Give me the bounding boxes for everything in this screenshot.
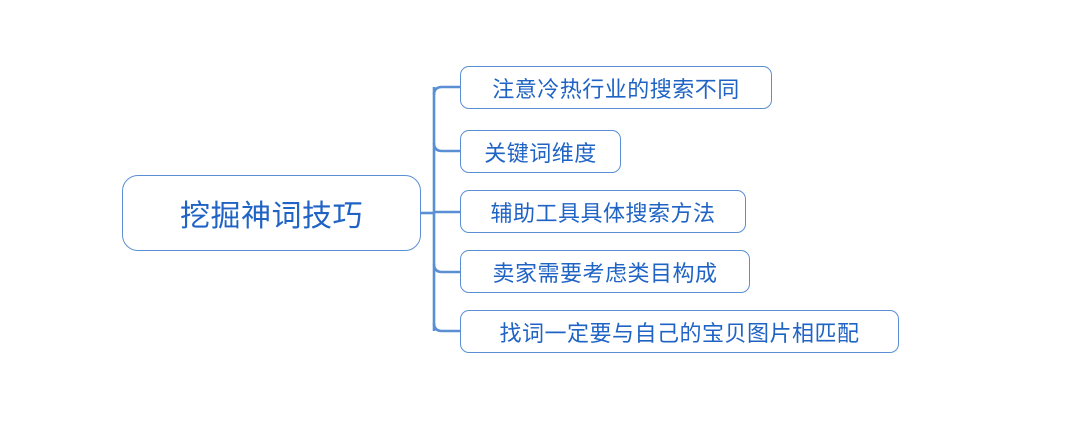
- connector-branch-5: [432, 322, 460, 333]
- connector-branch-2: [432, 142, 460, 153]
- root-node-label: 挖掘神词技巧: [180, 199, 363, 234]
- branch-node-2[interactable]: 关键词维度: [460, 130, 621, 173]
- branch-node-4-label: 卖家需要考虑类目构成: [492, 261, 718, 287]
- root-node[interactable]: 挖掘神词技巧: [122, 175, 421, 251]
- branch-node-4[interactable]: 卖家需要考虑类目构成: [460, 250, 750, 293]
- branch-node-3[interactable]: 辅助工具具体搜索方法: [460, 190, 746, 233]
- branch-node-3-label: 辅助工具具体搜索方法: [490, 201, 716, 227]
- branch-node-5-label: 找词一定要与自己的宝贝图片相匹配: [499, 321, 860, 347]
- connector-branch-1: [432, 85, 460, 96]
- branch-node-1[interactable]: 注意冷热行业的搜索不同: [460, 66, 772, 109]
- branch-node-1-label: 注意冷热行业的搜索不同: [492, 77, 740, 103]
- branch-node-2-label: 关键词维度: [484, 141, 597, 167]
- branch-node-5[interactable]: 找词一定要与自己的宝贝图片相匹配: [460, 310, 899, 353]
- connector-branch-4: [432, 263, 460, 274]
